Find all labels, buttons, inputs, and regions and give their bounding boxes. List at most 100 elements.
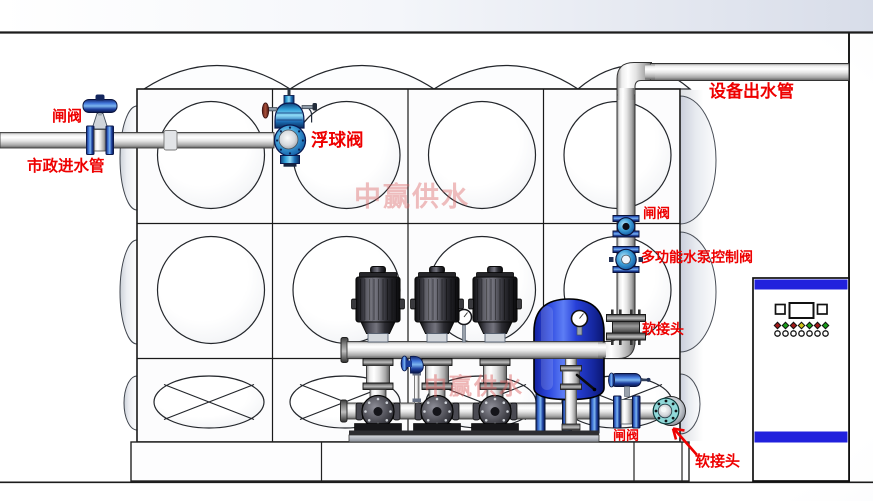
aux-valve-stem-pipe [414, 371, 420, 404]
top-panel-arc [141, 65, 293, 90]
indicator-light [798, 330, 805, 337]
gauge-needle [463, 312, 468, 318]
valve-flange [86, 125, 95, 155]
cabinet-button-left [774, 303, 786, 315]
indicator-light [822, 330, 829, 337]
side-panel-bulge [679, 95, 717, 225]
aux-valve-hub [406, 360, 412, 367]
valve-knob [95, 94, 105, 101]
valve-flange [632, 395, 641, 429]
pressure-tank-connection [560, 357, 597, 431]
actuator-wheel [608, 372, 615, 388]
motor-adapter [477, 321, 513, 334]
pump-2 [410, 266, 464, 433]
valve-stud [638, 257, 643, 262]
casing-hub [432, 407, 442, 416]
annotations: 闸阀 市政进水管 浮球阀 设备出水管 闸阀 多功能水泵控制阀 软接头 闸阀 软接… [27, 81, 794, 470]
motor-fins [360, 279, 397, 320]
cabinet-button-right [816, 303, 828, 315]
valve-actuator [82, 99, 118, 113]
valve-flange [613, 395, 622, 429]
label-municipal-inlet-pipe: 市政进水管 [27, 156, 105, 175]
cabinet-indicator-row-1 [773, 321, 830, 330]
side-panel-bulge [679, 373, 701, 435]
motor-lug [516, 298, 522, 310]
motor-highlight [424, 278, 431, 321]
side-panel-bulge [679, 231, 717, 353]
valve-body [93, 129, 107, 152]
control-cabinet [752, 277, 850, 482]
casing-hub [373, 407, 383, 416]
suction-pipe-end-cap [340, 399, 348, 423]
float-valve-bolts [276, 126, 304, 155]
label-upper-flexible-joint: 软接头 [642, 321, 684, 337]
manifold-pipe [346, 341, 604, 359]
valve-yoke [91, 113, 109, 130]
panel-circle [156, 100, 266, 210]
pump-group [348, 266, 600, 443]
motor-adapter [419, 321, 455, 334]
indicator-light [821, 321, 830, 330]
arrow-lower-flexible-joint [671, 427, 698, 456]
suction-gate-valve [608, 372, 651, 429]
fitting-lever [575, 373, 596, 391]
actuator-rod [641, 378, 647, 382]
valve-body [620, 399, 633, 425]
tank-side-panels-left [119, 105, 138, 431]
indicator-light [789, 321, 798, 330]
motor-lug [399, 298, 405, 310]
indicator-light [813, 321, 822, 330]
tank-plinth [130, 441, 690, 482]
motor-lug [410, 298, 416, 310]
pump-stand [367, 333, 389, 343]
lever-knob [592, 387, 597, 392]
indicator-light [797, 321, 806, 330]
indicator-light [806, 330, 813, 337]
watermark-lower: 中赢供水 [424, 373, 524, 399]
pump-1 [351, 266, 405, 433]
braced-panel [153, 375, 265, 429]
side-panel-bulge [119, 105, 138, 211]
float-valve-foot [280, 155, 300, 164]
gauge-stem [462, 323, 466, 343]
gauge-needle [579, 313, 584, 319]
pipe-seam-patch [598, 342, 606, 358]
motor-highlight [365, 278, 372, 321]
label-float-valve: 浮球阀 [311, 130, 364, 150]
float-arm-knob [312, 103, 317, 111]
cabinet-display [788, 302, 815, 319]
indicator-light [814, 330, 821, 337]
valve-eye [622, 222, 630, 231]
cabinet-indicator-row-2 [774, 330, 829, 337]
inlet-pipe [0, 132, 275, 149]
float-valve-bore [278, 129, 299, 150]
pump-stand [484, 333, 506, 343]
multifunction-pump-control-valve [609, 246, 643, 273]
joint-body [612, 321, 640, 334]
motor-lug [351, 298, 357, 310]
panel-circle [156, 235, 266, 345]
fitting-body [562, 370, 580, 385]
indicator-light [773, 321, 782, 330]
label-inlet-gate-valve: 闸阀 [52, 107, 82, 125]
joint-flange [606, 332, 646, 341]
casing-hub [490, 407, 500, 416]
float-valve-spike [287, 88, 291, 96]
municipal-inlet-line [0, 94, 275, 155]
cabinet-top-band [754, 279, 848, 290]
joint-bolts [654, 399, 678, 423]
float-valve-dome [274, 102, 305, 129]
top-panel-arc [287, 65, 437, 90]
aux-valve-flange [412, 372, 421, 376]
cabinet-bottom-band [754, 431, 848, 443]
top-panel-arc [431, 65, 581, 90]
inlet-gate-valve [82, 94, 118, 155]
pipe-seam-patch [617, 88, 635, 100]
manifold-aux-valve [400, 355, 424, 404]
outlet-piping [599, 62, 850, 359]
indicator-light [781, 321, 790, 330]
discharge-manifold [340, 337, 606, 363]
aux-valve-body [410, 355, 424, 374]
